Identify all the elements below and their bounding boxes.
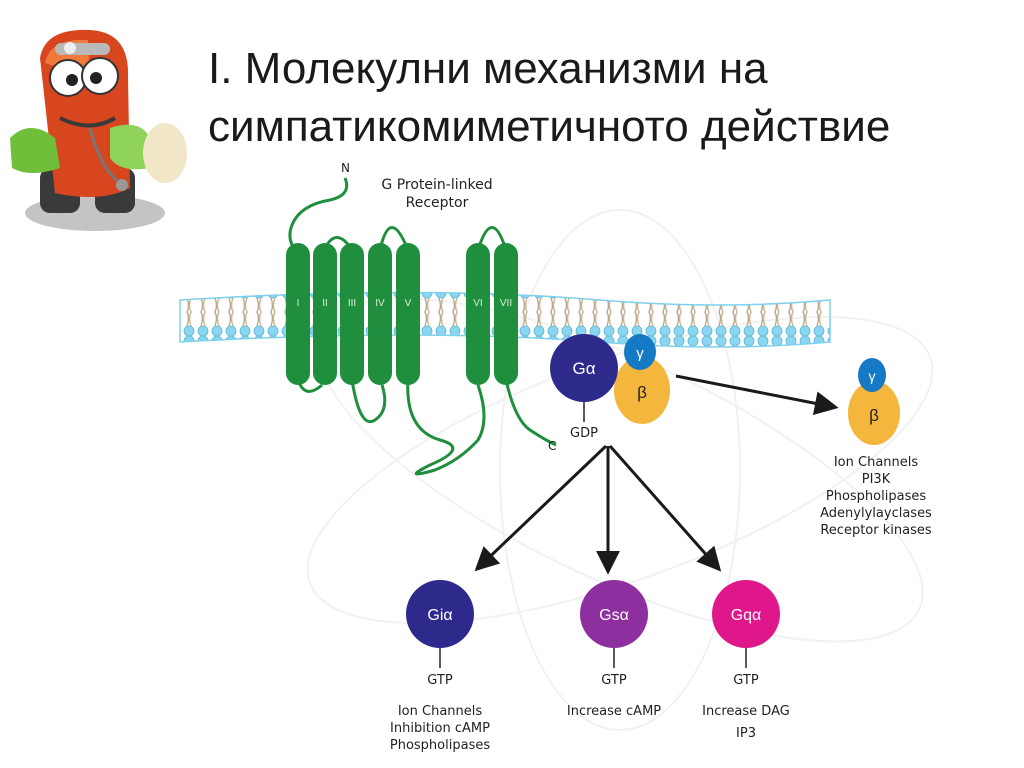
g-alpha-label: Gα <box>572 359 595 378</box>
helix-5: V <box>396 243 420 385</box>
c-terminus-label: C <box>548 439 556 453</box>
n-terminus-label: N <box>341 161 350 175</box>
svg-text:GTP: GTP <box>733 673 759 688</box>
slide-title: I. Молекулни механизми на симпатикомимет… <box>208 40 1008 156</box>
svg-text:Ion Channels: Ion Channels <box>834 455 919 470</box>
svg-text:VI: VI <box>473 298 482 309</box>
helix-7: VII <box>494 243 518 385</box>
n-terminus-tail <box>288 177 349 254</box>
helix-1: I <box>286 243 310 385</box>
svg-text:Increase cAMP: Increase cAMP <box>567 704 661 719</box>
helix-6: VI <box>466 243 490 385</box>
svg-text:GTP: GTP <box>427 673 453 688</box>
arrow-to-gi <box>474 444 608 572</box>
svg-text:I: I <box>297 298 300 309</box>
gq-alpha-node: Gqα GTP Increase DAG IP3 <box>702 580 790 741</box>
gdp-label: GDP <box>570 426 598 441</box>
svg-text:Inhibition cAMP: Inhibition cAMP <box>390 721 490 736</box>
svg-text:Phospholipases: Phospholipases <box>826 489 926 504</box>
gs-alpha-node: Gsα GTP Increase cAMP <box>567 580 661 719</box>
svg-text:Ion Channels: Ion Channels <box>398 704 483 719</box>
beta-gamma-dimer: β γ <box>848 358 900 445</box>
signal-arrows <box>474 374 839 575</box>
svg-text:Gsα: Gsα <box>599 607 629 624</box>
svg-text:Adenylylayclases: Adenylylayclases <box>820 506 932 521</box>
doctor-mascot-image <box>10 29 187 231</box>
svg-text:PI3K: PI3K <box>862 472 891 487</box>
receptor-label-line1: G Protein-linked <box>381 177 492 193</box>
beta-gamma-effects: Ion Channels PI3K Phospholipases Adenyly… <box>820 455 932 538</box>
svg-text:IP3: IP3 <box>736 726 756 741</box>
title-line-2: симпатикомиметичното действие <box>208 102 891 151</box>
g-alpha-subunit <box>550 334 618 402</box>
svg-text:II: II <box>322 298 328 309</box>
svg-text:GTP: GTP <box>601 673 627 688</box>
g-protein-complex: β γ Gα GDP <box>550 334 670 441</box>
arrow-to-beta-gamma <box>675 374 839 416</box>
title-line-1: I. Молекулни механизми на <box>208 44 768 93</box>
helix-4: IV <box>368 243 392 385</box>
svg-text:γ: γ <box>869 368 876 384</box>
beta-label: β <box>637 383 647 402</box>
svg-text:Phospholipases: Phospholipases <box>390 738 490 753</box>
svg-text:IV: IV <box>375 298 385 309</box>
helix-3: III <box>340 243 364 385</box>
svg-text:Receptor kinases: Receptor kinases <box>820 523 931 538</box>
svg-text:Increase DAG: Increase DAG <box>702 704 790 719</box>
svg-text:V: V <box>405 298 412 309</box>
gamma-subunit <box>624 334 656 370</box>
arrow-to-gq <box>608 445 722 572</box>
receptor-label-line2: Receptor <box>406 195 469 211</box>
svg-text:Giα: Giα <box>427 607 452 624</box>
gi-alpha-node: Giα GTP Ion Channels Inhibition cAMP Pho… <box>390 580 490 753</box>
helix-2: II <box>313 243 337 385</box>
intracellular-loops <box>296 379 557 476</box>
svg-text:β: β <box>869 406 879 425</box>
svg-text:VII: VII <box>500 298 512 309</box>
beta-subunit <box>614 356 670 424</box>
gamma-label: γ <box>636 345 644 362</box>
svg-text:III: III <box>348 298 356 309</box>
svg-text:Gqα: Gqα <box>731 607 762 624</box>
transmembrane-helices: I II III IV V VI VII <box>286 243 518 385</box>
